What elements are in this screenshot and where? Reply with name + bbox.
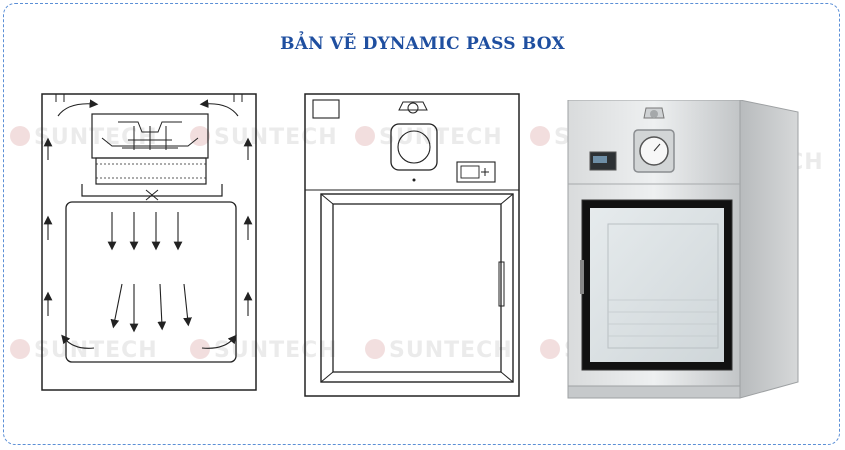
cabinet-base xyxy=(567,385,741,399)
door-handle xyxy=(580,260,584,294)
page-title: BẢN VẼ DYNAMIC PASS BOX xyxy=(280,34,565,54)
fan-duct xyxy=(101,137,199,147)
watermark: SUNTECH xyxy=(10,338,158,363)
airflow-arrows-upper xyxy=(107,212,183,251)
curved-arrow-top-right xyxy=(199,99,239,117)
cabinet-outline xyxy=(41,93,257,391)
watermark-logo-icon xyxy=(530,126,550,146)
door-frame xyxy=(320,193,514,383)
plenum-cross xyxy=(145,189,159,201)
watermark: SUNTECH xyxy=(355,125,503,150)
door-handle xyxy=(498,261,505,307)
filter-hatch xyxy=(96,163,206,179)
watermark: SUNTECH xyxy=(365,338,513,363)
fan-blades xyxy=(118,121,182,150)
gauge-mount-icon xyxy=(398,101,428,111)
watermark-logo-icon xyxy=(10,126,30,146)
curved-arrow-bottom-right xyxy=(201,334,237,349)
watermark-logo-icon xyxy=(540,339,560,359)
hepa-filter xyxy=(95,157,207,185)
control-panel xyxy=(456,161,496,183)
watermark-logo-icon xyxy=(10,339,30,359)
door-glass xyxy=(332,203,502,373)
airflow-drawing xyxy=(41,93,257,391)
curved-arrow-bottom-left xyxy=(61,334,95,349)
watermark-logo-icon xyxy=(190,339,210,359)
watermark-logo-icon xyxy=(365,339,385,359)
plenum xyxy=(81,184,223,197)
curved-arrow-top-left xyxy=(57,99,99,117)
corner-mark xyxy=(55,94,243,102)
front-view-drawing xyxy=(304,93,520,397)
airflow-arrows-lower xyxy=(110,283,192,333)
return-air-arrows xyxy=(43,137,253,316)
gauge-window xyxy=(390,123,438,171)
product-photo xyxy=(567,100,799,399)
watermark-logo-icon xyxy=(355,126,375,146)
dashed-frame xyxy=(3,3,840,445)
label-plate xyxy=(312,99,340,119)
cabinet-side xyxy=(739,100,799,399)
watermark: SUNTECH xyxy=(190,125,338,150)
chamber xyxy=(65,201,237,363)
cabinet-outline xyxy=(304,93,520,397)
door-glass xyxy=(590,208,724,362)
